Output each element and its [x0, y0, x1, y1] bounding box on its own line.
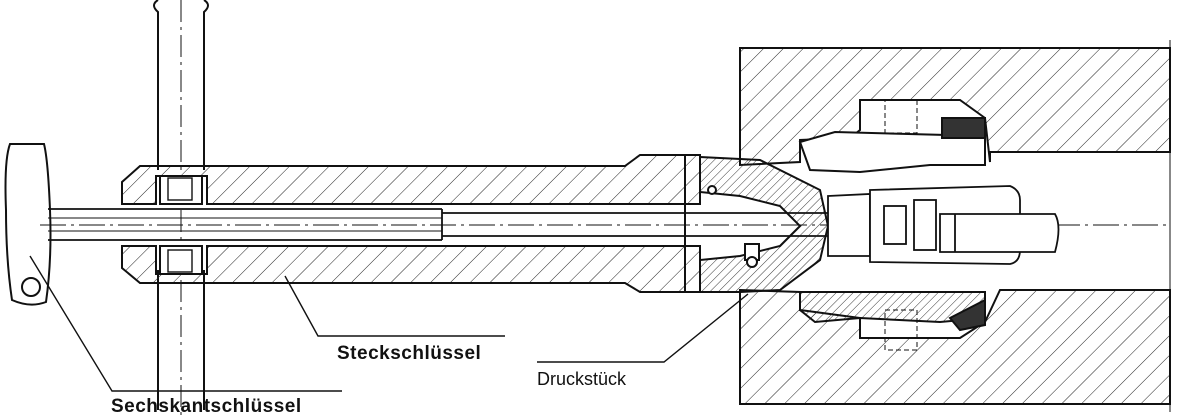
pressure-piece	[827, 185, 1060, 265]
druckstueck-label: Druckstück	[537, 369, 627, 389]
t-handle	[4, 143, 52, 306]
leader-lines	[29, 255, 749, 392]
steckschluessel-label: Steckschlüssel	[337, 343, 482, 364]
clamp-parts	[699, 117, 986, 332]
sechskantschluessel-label: Sechskantschlüssel	[111, 396, 302, 417]
socket-wrench-body	[121, 154, 701, 293]
wrench-bar	[153, 0, 209, 419]
